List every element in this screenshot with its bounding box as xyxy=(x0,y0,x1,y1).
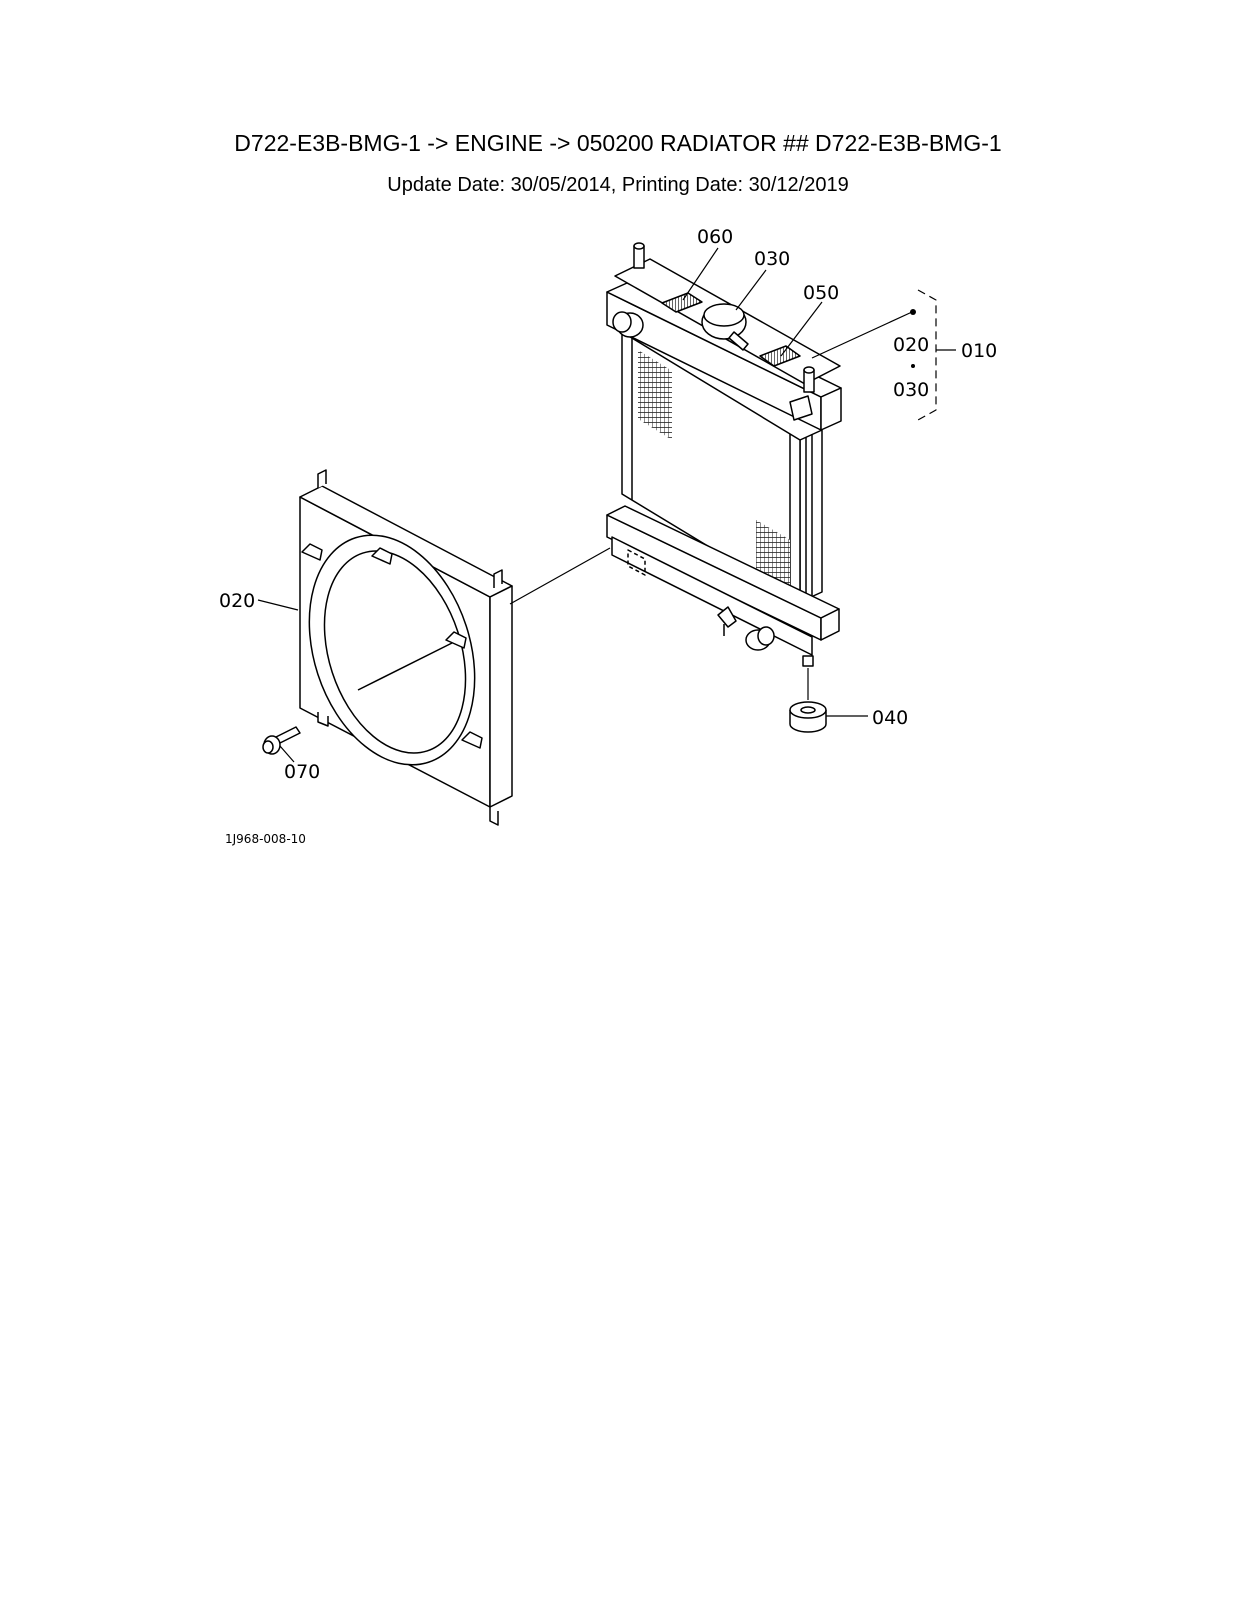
callout-010: 010 xyxy=(961,340,997,362)
leader-dot xyxy=(910,309,916,315)
fan-shroud xyxy=(299,469,513,826)
callout-040: 040 xyxy=(872,707,908,729)
callout-030-cap: 030 xyxy=(754,248,790,270)
page-title: D722-E3B-BMG-1 -> ENGINE -> 050200 RADIA… xyxy=(234,130,1002,156)
drawing-code: 1J968-008-10 xyxy=(225,832,306,846)
callout-060: 060 xyxy=(697,226,733,248)
callout-050: 050 xyxy=(803,282,839,304)
leader-lines xyxy=(257,247,956,763)
callout-020-shroud: 020 xyxy=(219,590,255,612)
callout-030-range: 030 xyxy=(893,379,929,401)
rubber-cushion-part xyxy=(789,701,827,733)
bolt-part xyxy=(262,726,301,755)
callout-070: 070 xyxy=(284,761,320,783)
range-dot xyxy=(911,364,915,368)
radiator-assembly xyxy=(606,242,842,667)
page-subtitle: Update Date: 30/05/2014, Printing Date: … xyxy=(387,174,849,196)
callout-020-range: 020 xyxy=(893,334,929,356)
